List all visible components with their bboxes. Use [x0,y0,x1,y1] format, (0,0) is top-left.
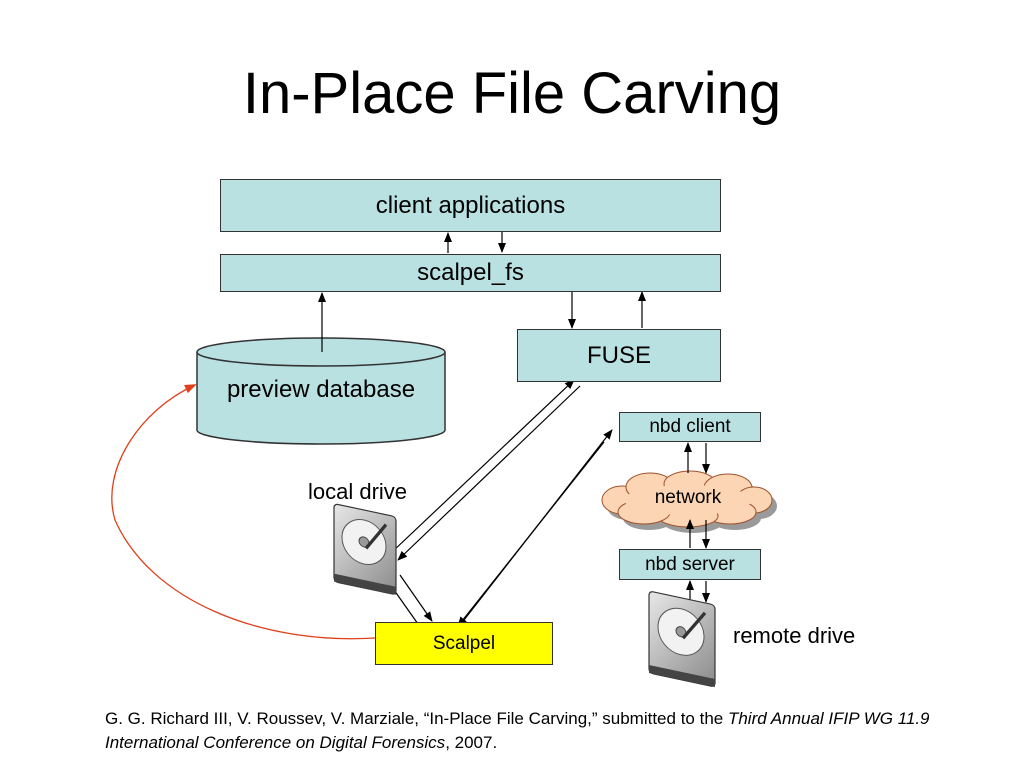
remote-drive-icon [648,591,716,688]
fuse-box: FUSE [517,329,721,382]
nbd-server-box: nbd server [619,549,761,580]
arrow-fuse-to-localdrive [397,385,581,561]
preview-database-label: preview database [226,376,416,403]
scalpel-fs-label: scalpel_fs [417,259,524,286]
citation-part1: G. G. Richard III, V. Roussev, V. Marzia… [105,709,728,728]
client-applications-label: client applications [375,191,566,219]
slide-title: In-Place File Carving [242,61,782,126]
arrow-nbdclient-to-scalpel [457,441,605,627]
arrow-localdrive-to-scalpel [399,574,433,622]
citation-venue: Third Annual IFIP WG 11.9 International … [105,709,930,752]
nbd-client-label: nbd client [649,416,731,437]
network-cloud [601,470,777,533]
arrow-scalpel-to-database [111,384,376,640]
citation: G. G. Richard III, V. Roussev, V. Marzia… [105,707,975,755]
scalpel-box: Scalpel [375,622,553,665]
scalpel-label: Scalpel [432,632,496,654]
network-label: network [654,487,722,508]
nbd-server-label: nbd server [645,553,735,575]
fuse-label: FUSE [586,341,651,369]
local-drive-label: local drive [308,479,408,504]
local-drive-icon [333,503,397,595]
arrow-localdrive-to-fuse [391,379,575,553]
citation-part2: , 2007. [445,733,498,752]
client-applications-box: client applications [220,179,721,232]
nbd-client-box: nbd client [619,412,761,442]
scalpel-fs-box: scalpel_fs [220,254,721,292]
preview-database-cylinder [196,337,446,445]
remote-drive-label: remote drive [733,623,856,648]
